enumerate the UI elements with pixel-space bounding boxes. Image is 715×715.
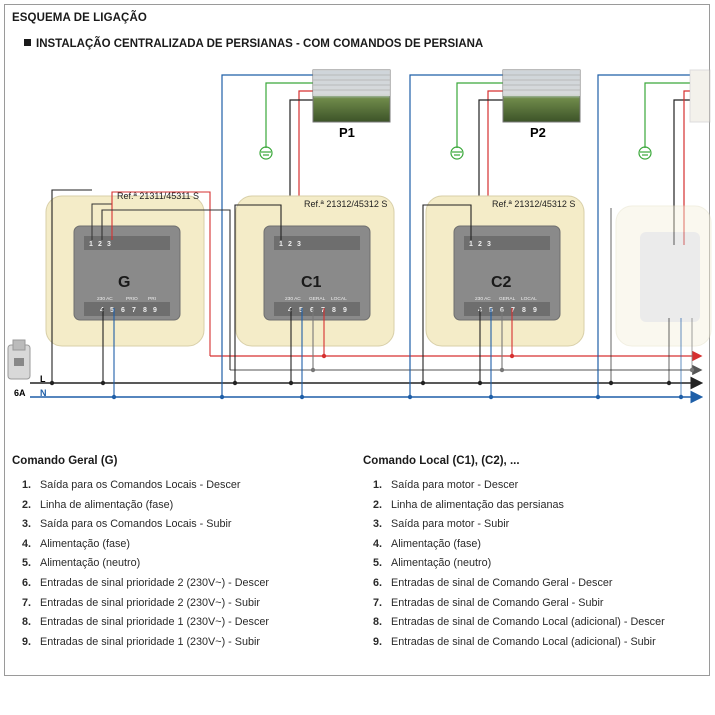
c2-terminal-7: 7 [511,307,515,314]
legend-local: Comando Local (C1), (C2), ... 1.Saída pa… [363,455,665,655]
g-terminal-3: 3 [107,241,111,248]
g-terminal-4: 4 [100,307,104,314]
circuit-breaker [7,339,31,380]
motor-p2: P2 [502,69,581,140]
list-item: 4.Alimentação (fase) [373,537,482,550]
motor1-earth-wire [265,82,313,148]
c2-terminal-8: 8 [522,307,526,314]
c1-sub-2: GERAL [309,296,326,302]
module-c2: C2 [425,195,585,347]
g-terminal-6: 6 [121,307,125,314]
page-subtitle: INSTALAÇÃO CENTRALIZADA DE PERSIANAS - C… [24,38,483,50]
list-item: 8.Entradas de sinal de Comando Local (ad… [373,616,665,629]
module-c2-label: C2 [491,274,512,291]
g-terminal-7: 7 [132,307,136,314]
list-item: 1.Saída para os Comandos Locais - Descer [22,479,241,491]
c2-terminal-1: 1 [469,241,473,248]
c1-terminal-1: 1 [279,241,283,248]
list-item: 1.Saída para motor - Descer [373,479,519,491]
motor2-earth-wire [456,82,503,148]
c1-terminal-4: 4 [288,307,292,314]
legend-general-title: Comando Geral (G) [12,455,118,467]
c2-sub-2: GERAL [499,296,516,302]
page-title: ESQUEMA DE LIGAÇÃO [12,12,147,24]
module-c3-faded [615,205,712,347]
motor3-earth-wire [644,82,690,148]
legend-general: Comando Geral (G) 1.Saída para os Comand… [12,455,269,655]
motor1-down-wire [298,90,313,245]
c2-terminal-2: 2 [478,241,482,248]
module-g-label: G [118,274,130,291]
list-item: 6.Entradas de sinal prioridade 2 (230V~)… [22,576,269,589]
list-item: 3.Saída para os Comandos Locais - Subir [22,518,232,531]
motor2-down-wire [487,90,503,245]
motor3-down-wire [683,90,690,245]
list-item: 7.Entradas de sinal prioridade 2 (230V~)… [22,596,260,609]
g-terminal-2: 2 [98,241,102,248]
g-terminal-1: 1 [89,241,93,248]
breaker-label: 6A [14,388,26,398]
motor2-neutral-wire [409,74,503,397]
motor1-neutral-wire [221,74,313,397]
c2-sub-1: 230 AC [475,296,491,302]
motor3-neutral-wire [597,74,690,397]
c1-sub-3: LOCAL [331,296,347,302]
c2-terminal-3: 3 [487,241,491,248]
list-item: 2.Linha de alimentação (fase) [22,498,174,511]
motor3-up-wire [673,99,690,245]
c1-terminal-5: 5 [299,307,303,314]
list-item: 5.Alimentação (neutro) [373,557,492,570]
earth-icon [259,146,652,160]
line-l-label: L [40,374,46,384]
list-item: 8.Entradas de sinal prioridade 1 (230V~)… [22,616,269,629]
g-terminal-9: 9 [153,307,157,314]
list-item: 4.Alimentação (fase) [22,537,131,550]
motor-p2-label: P2 [530,125,546,140]
list-item: 9.Entradas de sinal prioridade 1 (230V~)… [22,635,260,648]
g-terminal-8: 8 [143,307,147,314]
module-c1-label: C1 [301,274,322,291]
motor-p1: P1 [312,69,391,140]
module-g-ref: Ref.ª 21311/45311 S [117,191,199,201]
module-c1-ref: Ref.ª 21312/45312 S [304,199,387,209]
list-item: 6.Entradas de sinal de Comando Geral - D… [373,576,613,589]
g-sub-2: PRIO [126,296,138,302]
legend-local-title: Comando Local (C1), (C2), ... [363,455,520,467]
list-item: 3.Saída para motor - Subir [373,518,510,531]
module-c1: C1 [235,195,395,347]
module-c2-ref: Ref.ª 21312/45312 S [492,199,575,209]
motor-p3-faded [689,69,711,123]
list-item: 5.Alimentação (neutro) [22,557,141,570]
c1-terminal-6: 6 [310,307,314,314]
motor-p1-label: P1 [339,125,355,140]
list-item: 9.Entradas de sinal de Comando Local (ad… [373,635,656,648]
c1-sub-1: 230 AC [285,296,301,302]
g-sub-3: PRI [148,296,156,302]
g-sub-1: 230 AC [97,296,113,302]
wiring-diagram: 6A L N P1 P2 G [7,69,712,404]
list-item: 2.Linha de alimentação das persianas [373,498,564,511]
c1-terminal-9: 9 [343,307,347,314]
line-n-label: N [40,388,47,398]
c2-sub-3: LOCAL [521,296,537,302]
module-g: G [45,195,205,347]
c1-terminal-3: 3 [297,241,301,248]
subtitle-text: INSTALAÇÃO CENTRALIZADA DE PERSIANAS - C… [36,38,484,50]
list-item: 7.Entradas de sinal de Comando Geral - S… [373,596,604,609]
page-frame [4,4,710,676]
c1-terminal-7: 7 [321,307,325,314]
c1-terminal-2: 2 [288,241,292,248]
c1-terminal-8: 8 [332,307,336,314]
g-terminal-5: 5 [110,307,114,314]
bullet-icon [24,39,31,46]
c2-terminal-9: 9 [533,307,537,314]
